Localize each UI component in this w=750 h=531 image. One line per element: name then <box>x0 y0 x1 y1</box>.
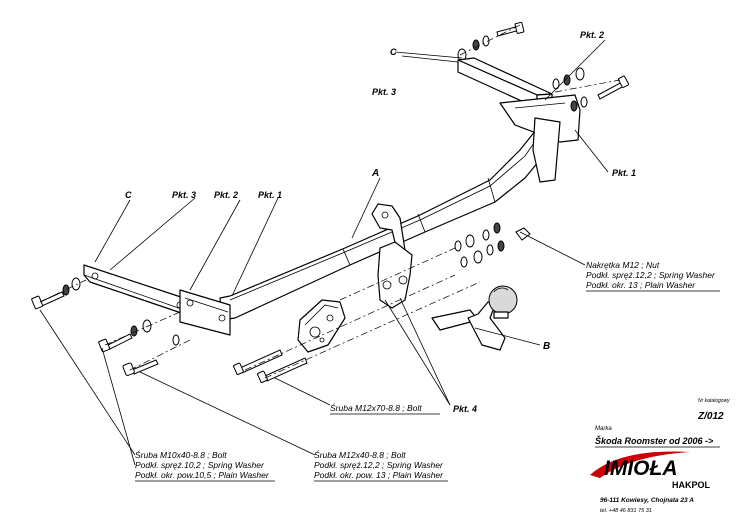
label-pkt1-top: Pkt. 1 <box>612 168 636 178</box>
note-bolt-m12x40-line2: Podkł. spręż.12,2 ; Spring Washer <box>314 460 444 470</box>
brand-address: 96-111 Kowiesy, Chojnata 23 A <box>600 497 694 504</box>
nut-washer-set <box>454 222 531 268</box>
label-pkt3-top: Pkt. 3 <box>372 87 396 97</box>
note-nut-line2: Podkł. spręż.12,2 ; Spring Washer <box>586 270 716 280</box>
brand-name: IMIOŁA <box>604 457 678 480</box>
label-pkt2-top: Pkt. 2 <box>580 30 604 40</box>
callout-labels: A B C C Pkt. 2 Pkt. 3 Pkt. 1 Pkt. 3 Pkt.… <box>125 30 636 414</box>
label-b: B <box>543 341 550 352</box>
vehicle-model: Škoda Roomster od 2006 -> <box>595 435 714 446</box>
catalog-caption: Nr katalogowy <box>698 398 730 404</box>
label-c-top: C <box>390 47 397 57</box>
socket-plate <box>233 247 481 383</box>
imiola-logo: IMIOŁA HAKPOL <box>590 451 711 490</box>
note-bolt-m12x40-line1: Śruba M12x40-8.8 ; Bolt <box>314 449 406 460</box>
note-bolt-m10-line1: Śruba M10x40-8.8 ; Bolt <box>135 449 227 460</box>
brand-phone: tel. +48 46 831 75 31 <box>600 508 652 514</box>
note-bolt-m12x40-line3: Podkł. okr. pow. 13 ; Plain Washer <box>314 470 444 480</box>
note-nut-line3: Podkł. okr. 13 ; Plain Washer <box>586 280 696 290</box>
label-pkt3-left: Pkt. 3 <box>172 190 196 200</box>
left-side-bracket <box>31 264 231 376</box>
label-c-left: C <box>125 190 132 200</box>
label-pkt2-left: Pkt. 2 <box>214 190 238 200</box>
note-bolt-m10-line3: Podkł. okr. pow.10,5 ; Plain Washer <box>135 470 270 480</box>
note-nut-line1: Nakrętka M12 ; Nut <box>586 260 660 270</box>
note-bolt-m10-line2: Podkł. spręż.10,2 ; Spring Washer <box>135 460 265 470</box>
vehicle-caption: Marka <box>595 426 612 432</box>
leader-lines <box>39 39 609 466</box>
brand-sub: HAKPOL <box>672 480 711 490</box>
tow-ball <box>431 285 518 351</box>
top-side-bracket <box>457 21 630 143</box>
part-notes: Nakrętka M12 ; Nut Podkł. spręż.12,2 ; S… <box>135 260 720 482</box>
label-a: A <box>371 168 379 179</box>
label-pkt4: Pkt. 4 <box>453 404 477 414</box>
label-pkt1-left: Pkt. 1 <box>258 190 282 200</box>
catalog-number: Z/012 <box>697 411 724 422</box>
note-bolt-m12x70: Śruba M12x70-8.8 ; Bolt <box>330 402 422 413</box>
title-block: Nr katalogowy Z/012 Marka Škoda Roomster… <box>590 398 730 514</box>
